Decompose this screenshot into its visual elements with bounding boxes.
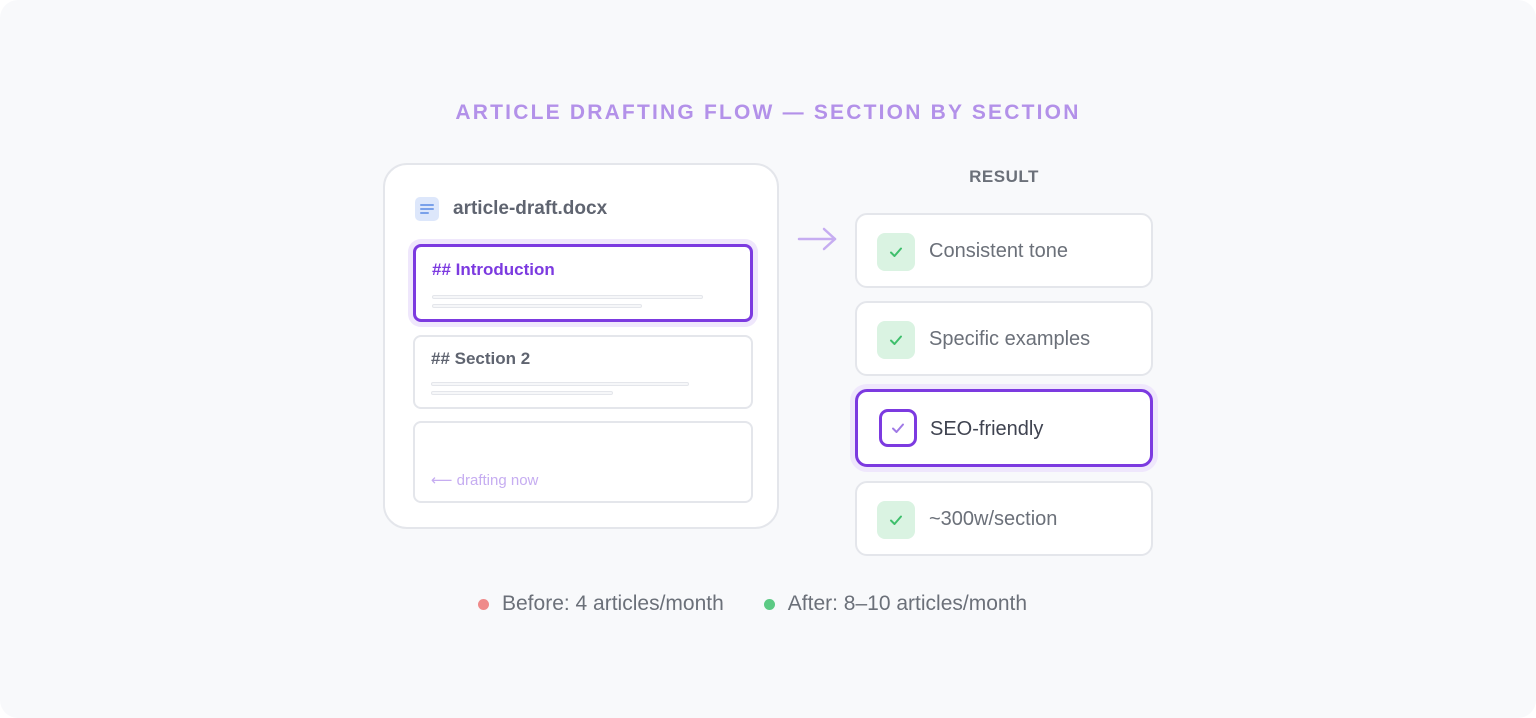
section-heading: ## Section 2	[431, 349, 531, 368]
text-line-placeholder	[432, 295, 703, 299]
result-item-specific-examples[interactable]: Specific examples	[855, 301, 1153, 376]
check-icon	[877, 321, 915, 359]
section-2[interactable]: ## Section 2	[413, 335, 753, 409]
document-filename: article-draft.docx	[453, 198, 608, 219]
stat-before-text: Before: 4 articles/month	[502, 592, 724, 615]
stats-row: Before: 4 articles/month After: 8–10 art…	[478, 592, 1027, 616]
document-card: article-draft.docx ## Introduction ## Se…	[383, 163, 779, 529]
stat-after-text: After: 8–10 articles/month	[787, 592, 1028, 615]
result-item-label: Specific examples	[929, 328, 1091, 350]
arrow-right-icon	[797, 225, 839, 258]
result-label: RESULT	[969, 167, 1039, 186]
after-dot	[763, 598, 775, 610]
document-icon	[415, 197, 439, 221]
result-item-seo-friendly[interactable]: SEO-friendly	[855, 389, 1153, 467]
diagram-title: ARTICLE DRAFTING FLOW — SECTION BY SECTI…	[455, 101, 1081, 124]
drafting-now-label: ⟵ drafting now	[431, 472, 539, 489]
result-item-label: SEO-friendly	[930, 418, 1044, 440]
before-dot	[478, 598, 489, 610]
text-line-placeholder	[431, 382, 689, 386]
section-drafting[interactable]: ⟵ drafting now	[413, 421, 753, 503]
text-line-placeholder	[432, 304, 642, 308]
check-icon	[879, 409, 917, 447]
stat-after: After: 8–10 articles/month	[763, 592, 1028, 616]
check-icon	[877, 233, 915, 271]
section-heading: ## Introduction	[432, 260, 555, 279]
check-icon	[877, 501, 915, 539]
result-item-word-count[interactable]: ~300w/section	[855, 481, 1153, 556]
section-introduction[interactable]: ## Introduction	[413, 244, 753, 322]
stat-before: Before: 4 articles/month	[478, 592, 724, 616]
text-line-placeholder	[431, 391, 613, 395]
result-item-label: Consistent tone	[929, 240, 1068, 262]
result-item-label: ~300w/section	[929, 508, 1058, 530]
document-header: article-draft.docx	[415, 197, 607, 221]
result-item-consistent-tone[interactable]: Consistent tone	[855, 213, 1153, 288]
